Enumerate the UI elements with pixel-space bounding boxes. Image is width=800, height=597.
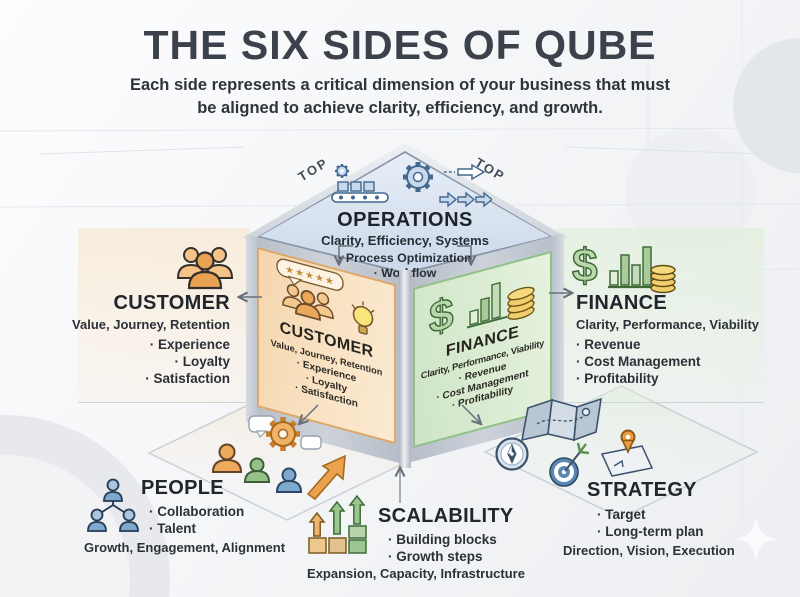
people-callout-title: PEOPLE [141,477,224,499]
people-group-icon [211,443,303,493]
dollar-icon: $ [572,239,598,291]
finance-callout-title: FINANCE [576,292,667,314]
strategy-cluster-icons [495,397,654,487]
subtitle-line-2: be aligned to achieve clarity, efficienc… [197,99,603,117]
operations-bullet: Process Optimization [290,251,520,265]
strategy-callout-title: STRATEGY [587,479,697,501]
bar-chart-icon [466,281,507,329]
cube-front-edge [399,270,411,468]
lightbulb-icon [351,301,374,335]
scalability-callout-tagline: Expansion, Capacity, Infrastructure [307,566,525,581]
scalability-callout-bullet: Building blocks [388,531,497,549]
finance-callout-bullet: Profitability [576,370,658,388]
strategy-callout-tagline: Direction, Vision, Execution [563,543,735,558]
cube-finance-face: $ FINANCE Clarity, Performance, Viabilit… [413,250,552,448]
finance-callout-icon: $ [572,238,676,294]
growth-arrow-icon [306,454,346,501]
operations-tagline: Clarity, Efficiency, Systems [321,233,489,248]
people-callout-tagline: Growth, Engagement, Alignment [84,540,286,555]
dollar-icon: $ [429,288,454,344]
map-icon [520,397,602,442]
finance-callout-bullet: Cost Management [576,353,700,371]
scalability-callout-title: SCALABILITY [378,505,514,527]
gear-icon [266,417,300,451]
customer-callout-bullet: Experience [40,336,230,354]
bar-chart-icon [608,246,654,289]
pin-document-icon [600,429,654,477]
people-callout-bullet: Collaboration [149,503,244,521]
page-title: THE SIX SIDES OF QUBE [143,22,657,68]
strategy-callout-bullet: Target [597,506,645,524]
customer-callout-tagline: Value, Journey, Retention [72,317,230,332]
compass-icon [495,437,529,471]
people-callout-icon [87,478,139,532]
target-icon [549,442,590,487]
sparkle-icon [734,517,778,561]
scalability-callout-bullet: Growth steps [388,548,482,566]
operations-title: OPERATIONS [337,209,473,231]
finance-face-icons: $ [428,281,535,344]
strategy-callout-bullet: Long-term plan [597,523,703,541]
arrow-icons [439,163,492,208]
people-cluster-icons [211,415,346,501]
subtitle-line-1: Each side represents a critical dimensio… [129,76,671,94]
people-group-icon [281,284,334,321]
customer-callout-bullet: Loyalty [40,353,230,371]
people-callout-bullet: Talent [149,520,196,538]
growth-arrows-icon [308,494,367,554]
coins-icon [506,286,535,321]
org-chart-icon [87,478,139,532]
customer-callout-icon [176,247,234,290]
finance-callout-bullet: Revenue [576,336,640,354]
scalability-callout-icon [308,494,367,554]
operations-icons [331,162,492,208]
people-group-icon [176,247,234,290]
gear-icon [403,162,433,192]
coins-icon [650,264,676,294]
customer-callout-title: CUSTOMER [113,292,230,314]
conveyor-icon [331,164,389,203]
customer-callout-bullet: Satisfaction [40,370,230,388]
finance-callout-tagline: Clarity, Performance, Viability [576,317,760,332]
